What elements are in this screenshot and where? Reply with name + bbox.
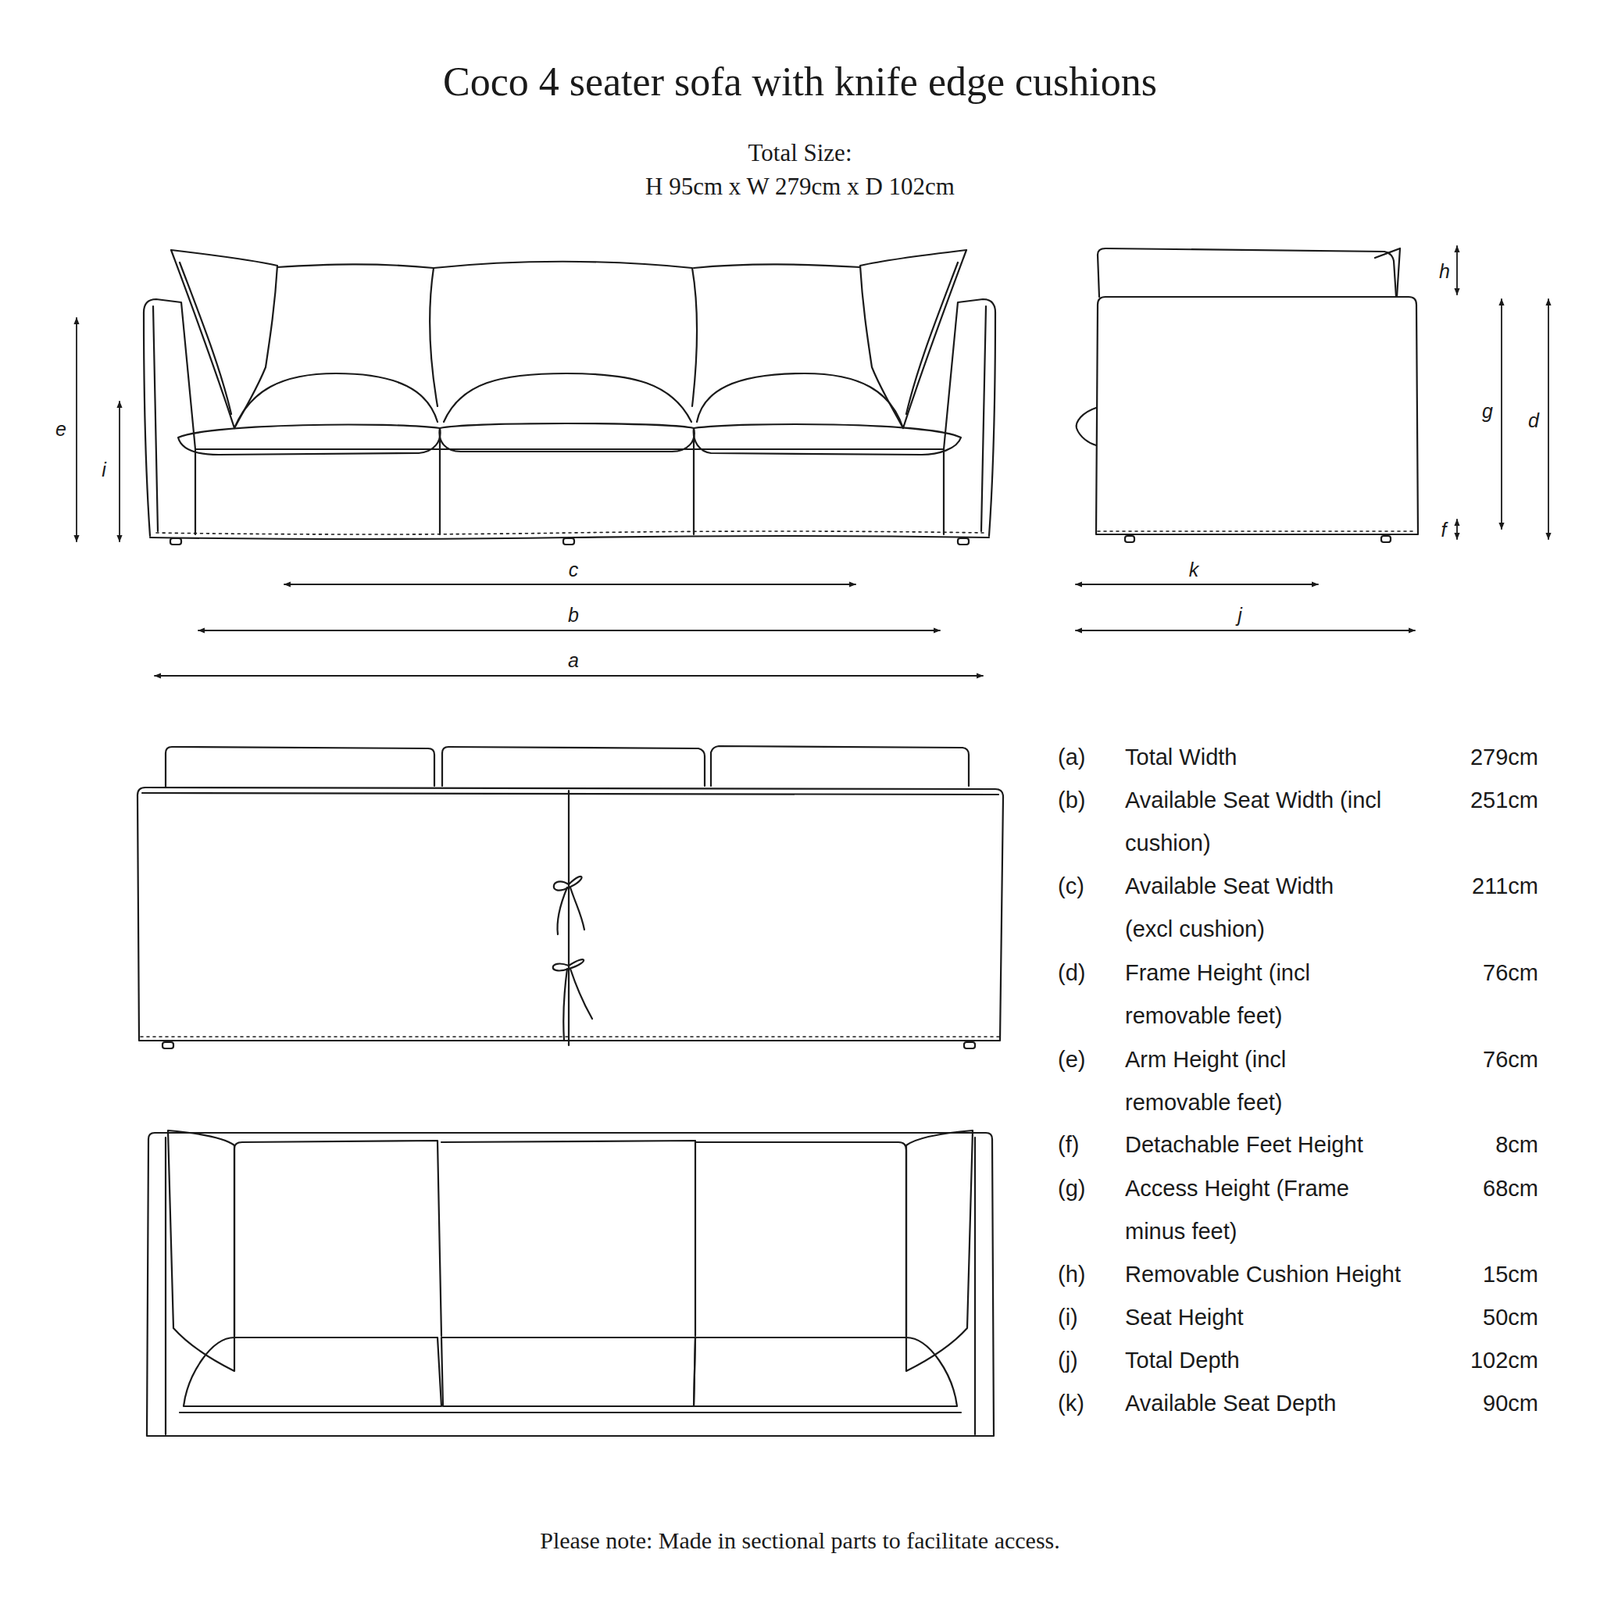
table-key: (j) xyxy=(1057,1339,1079,1383)
table-measure-name: Available Seat Width (excl cushion) xyxy=(1125,864,1383,951)
table-measure-name: Total Depth xyxy=(1125,1339,1469,1383)
dimension-letter: h xyxy=(1439,260,1450,283)
dimension-letter: b xyxy=(567,603,579,627)
dimension-letter: j xyxy=(1237,603,1243,627)
table-measure-name: Access Height (Frame minus feet) xyxy=(1125,1167,1352,1254)
table-value: 76cm xyxy=(1482,951,1539,995)
dimension-letter: d xyxy=(1528,409,1540,433)
table-measure-name: Total Width xyxy=(1125,735,1469,779)
dimension-letter: k xyxy=(1189,558,1200,582)
table-value: 102cm xyxy=(1470,1339,1539,1383)
table-measure-name: Detachable Feet Height xyxy=(1125,1123,1469,1167)
table-value: 15cm xyxy=(1482,1253,1539,1297)
table-key: (b) xyxy=(1057,778,1086,822)
total-size-value: H 95cm x W 279cm x D 102cm xyxy=(645,172,955,201)
table-measure-name: Available Seat Depth xyxy=(1125,1382,1469,1425)
title: Coco 4 seater sofa with knife edge cushi… xyxy=(442,58,1158,105)
back-view xyxy=(137,746,1004,1049)
table-key: (f) xyxy=(1057,1123,1079,1167)
table-measure-name: Seat Height xyxy=(1125,1296,1469,1340)
table-measure-name: Available Seat Width (incl cushion) xyxy=(1125,778,1383,865)
table-key: (h) xyxy=(1057,1253,1086,1297)
side-view xyxy=(1076,248,1418,543)
dimension-arrows xyxy=(76,246,1549,676)
table-key: (d) xyxy=(1057,951,1086,995)
table-value: 8cm xyxy=(1495,1123,1539,1167)
dimension-letter: i xyxy=(101,458,107,482)
table-key: (i) xyxy=(1057,1296,1079,1340)
top-view xyxy=(146,1130,994,1436)
dimension-letter: c xyxy=(568,558,579,582)
dimension-letter: a xyxy=(567,649,579,672)
table-value: 76cm xyxy=(1482,1038,1539,1082)
table-measure-name: Frame Height (incl removable feet) xyxy=(1125,951,1360,1038)
dimension-letter: f xyxy=(1441,518,1447,542)
caption-note: Please note: Made in sectional parts to … xyxy=(539,1527,1061,1554)
front-view xyxy=(143,250,996,545)
total-size-label: Total Size: xyxy=(748,139,853,168)
table-key: (c) xyxy=(1057,864,1085,908)
dimension-letter: g xyxy=(1482,400,1493,423)
table-value: 211cm xyxy=(1471,864,1539,908)
dimension-letter: e xyxy=(55,417,67,441)
table-key: (k) xyxy=(1057,1382,1085,1425)
table-key: (e) xyxy=(1057,1038,1086,1082)
table-key: (a) xyxy=(1057,735,1086,779)
table-measure-name: Arm Height (incl removable feet) xyxy=(1125,1038,1360,1125)
table-value: 50cm xyxy=(1482,1296,1539,1340)
table-value: 68cm xyxy=(1482,1167,1539,1211)
table-value: 279cm xyxy=(1470,735,1539,779)
table-measure-name: Removable Cushion Height xyxy=(1125,1253,1469,1297)
table-value: 90cm xyxy=(1482,1382,1539,1425)
table-value: 251cm xyxy=(1470,778,1539,822)
table-key: (g) xyxy=(1057,1167,1086,1211)
